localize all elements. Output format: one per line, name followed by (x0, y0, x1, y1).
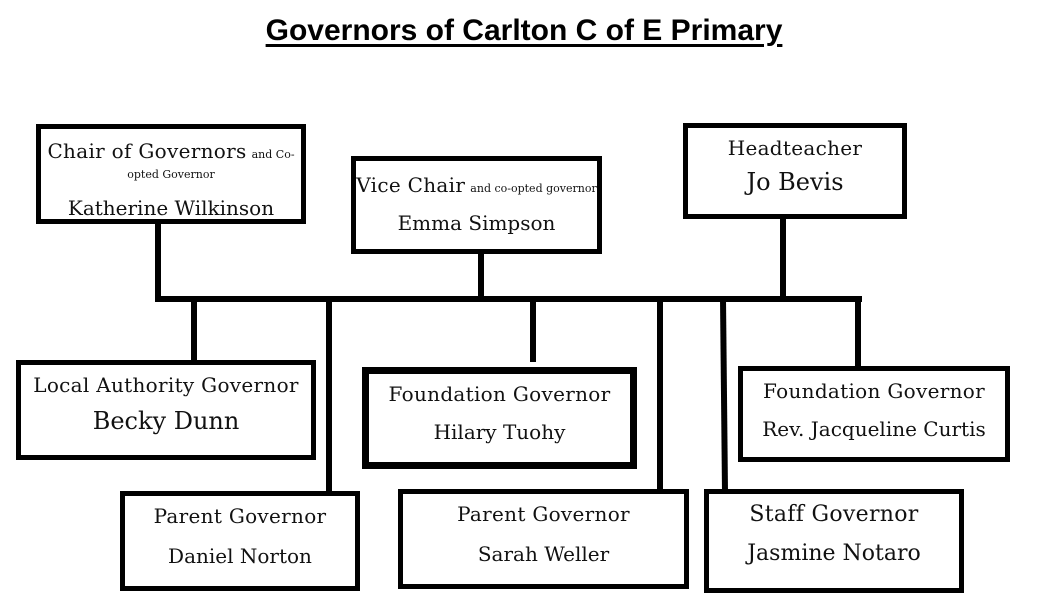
foundation-curtis-role: Foundation Governor (763, 379, 985, 403)
parent-weller-role: Parent Governor (457, 502, 630, 526)
staff-governor-role: Staff Governor (749, 502, 919, 527)
la-governor-name: Becky Dunn (92, 407, 240, 435)
chair-role: Chair of Governors (47, 139, 247, 163)
parent-governor-weller-box: Parent Governor Sarah Weller (398, 489, 689, 589)
chair-of-governors-box: Chair of Governors and Co-opted Governor… (36, 124, 306, 224)
staff-governor-name: Jasmine Notaro (747, 541, 921, 566)
connector-staff-governor (720, 298, 728, 493)
chair-role-extra: and Co-opted Governor (127, 148, 295, 181)
parent-weller-name: Sarah Weller (477, 542, 610, 566)
chair-name: Katherine Wilkinson (67, 196, 275, 220)
foundation-tuohy-name: Hilary Tuohy (433, 420, 566, 444)
la-governor-role: Local Authority Governor (33, 373, 299, 397)
vice-chair-role-extra: and co-opted governor (470, 182, 597, 195)
foundation-governor-curtis-box: Foundation Governor Rev. Jacqueline Curt… (738, 366, 1010, 462)
headteacher-box: Headteacher Jo Bevis (683, 123, 907, 219)
headteacher-name: Jo Bevis (746, 168, 844, 196)
page-title: Governors of Carlton C of E Primary (265, 14, 783, 47)
la-governor-box: Local Authority Governor Becky Dunn (16, 360, 316, 460)
parent-governor-norton-box: Parent Governor Daniel Norton (120, 491, 360, 591)
vice-chair-role: Vice Chair (356, 173, 466, 197)
staff-governor-box: Staff Governor Jasmine Notaro (704, 489, 964, 593)
parent-norton-role: Parent Governor (153, 504, 327, 528)
parent-norton-name: Daniel Norton (168, 544, 312, 568)
foundation-curtis-name: Rev. Jacqueline Curtis (762, 417, 986, 441)
vice-chair-name: Emma Simpson (397, 211, 556, 235)
foundation-tuohy-role: Foundation Governor (388, 382, 611, 406)
vice-chair-box: Vice Chair and co-opted governor Emma Si… (351, 156, 602, 254)
foundation-governor-tuohy-box: Foundation Governor Hilary Tuohy (362, 367, 637, 469)
headteacher-role: Headteacher (727, 136, 863, 160)
